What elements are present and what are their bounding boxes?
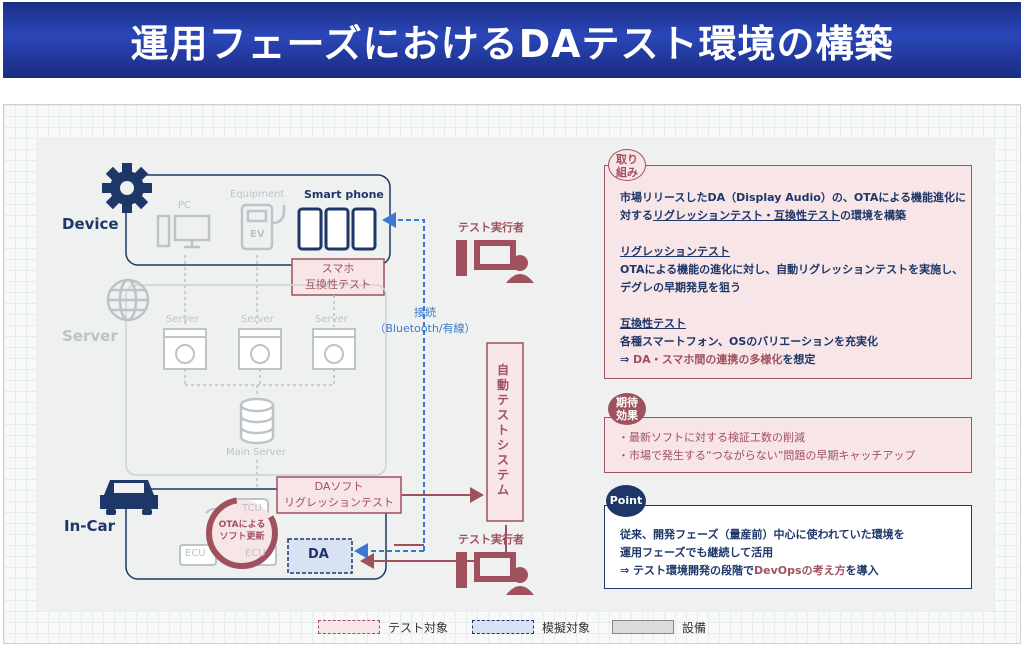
ev-label: EV <box>250 229 265 240</box>
globe-icon <box>106 278 150 322</box>
server-label-2: Server <box>241 314 274 325</box>
diagram-stage: Device PC Equipment EV Smart phone スマホ互換… <box>3 104 1021 644</box>
device-label: Device <box>62 215 119 233</box>
regression-text: OTAによる機能の進化に対し、自動リグレッションテストを実施し、デグレの早期発見… <box>620 263 964 294</box>
auto-test-system-box <box>486 342 524 522</box>
ev-charger-icon <box>240 203 286 251</box>
point-tag: Point <box>606 485 646 517</box>
car-icon <box>100 480 158 515</box>
effort-box <box>604 165 972 379</box>
compat-text: 各種スマートフォン、OSのバリエーションを充実化 ⇒ DA・スマホ間の連携の多様… <box>620 335 879 366</box>
effort-tag: 取り組み <box>608 149 646 181</box>
pc-label: PC <box>178 200 192 211</box>
title-banner: 運用フェーズにおけるDAテスト環境の構築 <box>3 2 1021 78</box>
legend-equipment: 設備 <box>682 621 707 635</box>
smartphone-label: Smart phone <box>304 188 384 201</box>
point-text: 従来、開発フェーズ（量産前）中心に使われていた環境を 運用フェーズでも継続して活… <box>620 528 905 577</box>
da-test-label: DAソフトリグレッションテスト <box>284 480 394 509</box>
equipment-label: Equipment <box>230 189 285 200</box>
page-title: 運用フェーズにおけるDAテスト環境の構築 <box>130 21 894 66</box>
main-server-label: Main Server <box>226 447 286 458</box>
smartphone-icons <box>297 207 377 251</box>
legend-test-target: テスト対象 <box>388 621 449 635</box>
legend-simulated-swatch <box>472 620 534 634</box>
server-label-1: Server <box>166 314 199 325</box>
expected-box <box>604 417 972 473</box>
gear-icon <box>102 163 152 213</box>
ota-cycle-icon <box>206 497 278 569</box>
tester-label-1: テスト実行者 <box>458 221 524 234</box>
effort-intro: 市場リリースしたDA（Display Audio）の、OTAによる機能進化に 対… <box>620 191 966 222</box>
architecture-diagram <box>100 163 534 595</box>
connection-label: 接続（Bluetooth/有線） <box>374 306 476 335</box>
incar-label: In-Car <box>64 517 116 535</box>
legend-equipment-swatch <box>612 620 674 634</box>
ecu-label-2: ECU <box>245 548 266 559</box>
tester-icon-2 <box>456 552 534 595</box>
da-label: DA <box>308 547 329 562</box>
server-icons <box>163 328 356 370</box>
da-simulated-box <box>287 538 353 574</box>
legend-simulated: 模擬対象 <box>542 621 591 635</box>
legend-test-target-swatch <box>318 620 380 634</box>
tester-label-2: テスト実行者 <box>458 533 524 546</box>
ecu-label-1: ECU <box>185 548 206 559</box>
tcu-label: TCU <box>242 503 262 514</box>
compat-test-label: スマホ互換性テスト <box>305 262 371 291</box>
tester-icon-1 <box>456 240 534 283</box>
expected-items: ・最新ソフトに対する検証工数の削減・市場で発生する“つながらない”問題の早期キャ… <box>618 431 916 462</box>
point-box <box>604 505 972 589</box>
compat-heading: 互換性テスト <box>620 317 686 330</box>
database-icon <box>239 397 275 445</box>
da-test-box <box>276 476 402 514</box>
incar-box <box>125 488 387 580</box>
ota-label: OTAによるソフト更新 <box>218 520 266 542</box>
server-label-3: Server <box>315 314 348 325</box>
expected-tag: 期待効果 <box>608 393 646 425</box>
compat-test-box <box>291 258 385 296</box>
auto-test-system-label: 自動テストシステム <box>497 363 510 497</box>
regression-heading: リグレッションテスト <box>620 245 730 258</box>
pc-icon <box>156 214 211 249</box>
server-label: Server <box>62 327 118 345</box>
